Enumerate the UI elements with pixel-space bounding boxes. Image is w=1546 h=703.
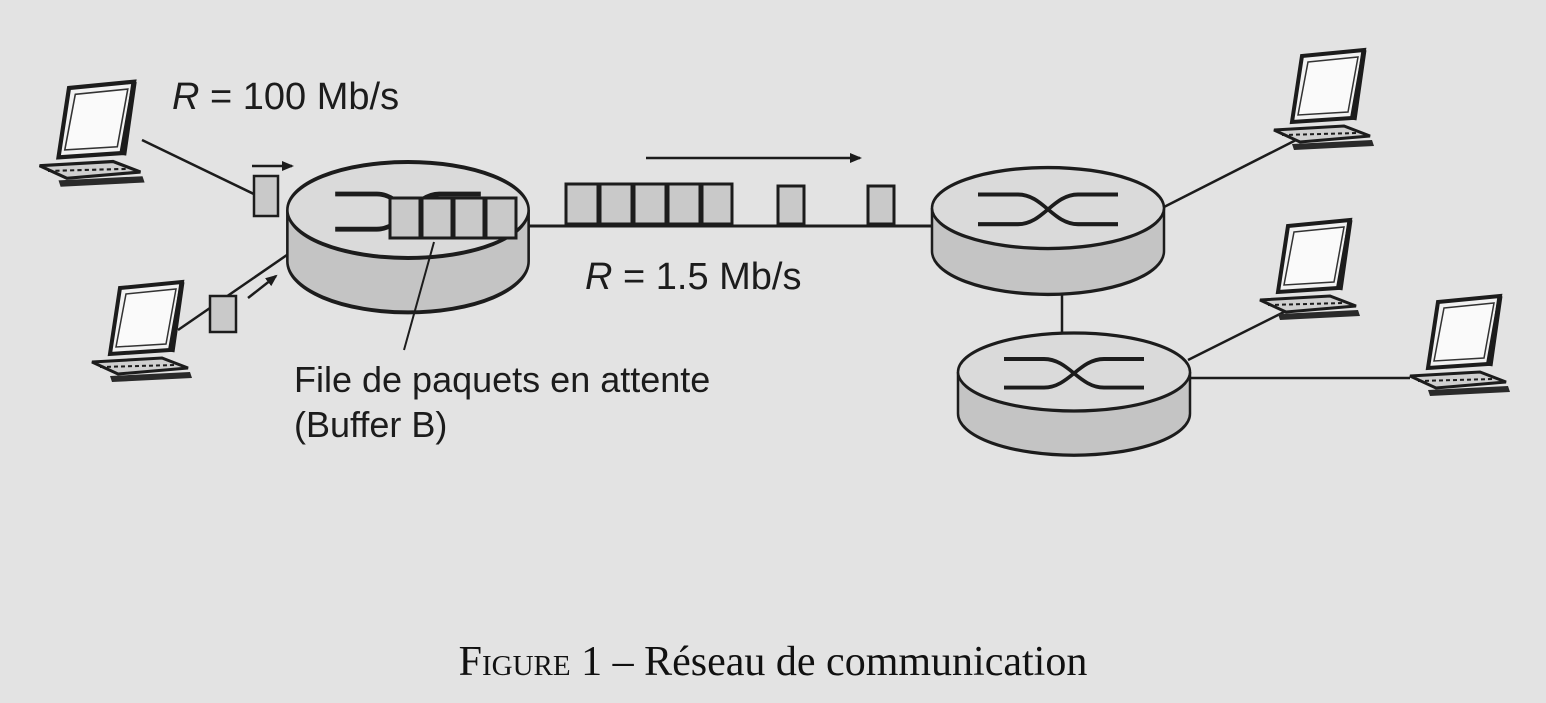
link-rate-variable: R [585, 256, 613, 298]
link-right-top [1161, 136, 1301, 210]
queue-label-line2: (Buffer B) [294, 404, 448, 445]
access-rate-value: = 100 Mb/s [210, 76, 400, 118]
computer-icon-right-mid [1260, 220, 1360, 320]
packet-icon-incoming-top [252, 174, 280, 218]
access-rate-variable: R [172, 76, 200, 118]
packet-icon-incoming-bottom [208, 294, 238, 334]
queue-label-line1: File de paquets en attente [294, 359, 711, 400]
queue-pointer [403, 241, 435, 351]
computer-icon-right-bottom [1410, 296, 1510, 396]
access-link-bottom [177, 244, 301, 332]
link-rate-label: R = 1.5 Mb/s [585, 256, 802, 299]
router-icon-right-top [932, 168, 1164, 295]
link-rate-value: = 1.5 Mb/s [623, 256, 802, 298]
caption-separator: – [602, 639, 645, 685]
computer-icon-left-top [40, 82, 145, 187]
caption-text: Réseau de communication [644, 639, 1088, 685]
figure-caption: Figure 1 – Réseau de communication [0, 638, 1546, 686]
computer-icon-left-bottom [92, 282, 192, 382]
queue-label: File de paquets en attente (Buffer B) [294, 357, 710, 447]
packets-on-link [564, 182, 896, 226]
figure-number: Figure 1 [458, 639, 603, 685]
router-icon-right-bottom [956, 331, 1192, 458]
link-right-mid [1187, 304, 1297, 362]
arrow-icon-bottom-in [247, 274, 278, 299]
packet-queue [388, 196, 518, 240]
access-rate-label: R = 100 Mb/s [172, 76, 399, 119]
computer-icon-right-top [1274, 50, 1374, 150]
access-link-top [141, 138, 259, 198]
